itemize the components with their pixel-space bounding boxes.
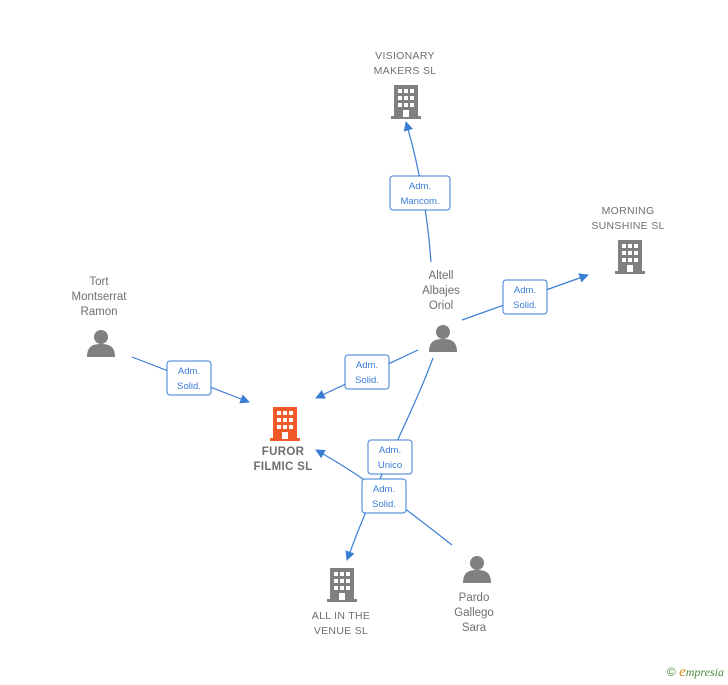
copyright-symbol: © bbox=[666, 665, 676, 679]
role-badge[interactable]: Adm. Solid. bbox=[344, 354, 390, 390]
badge-line-1: Adm. bbox=[356, 360, 378, 371]
role-badge[interactable]: Adm. Solid. bbox=[502, 279, 548, 315]
brand-logo-initial: e bbox=[679, 664, 686, 680]
badge-line-1: Adm. bbox=[409, 181, 431, 192]
building-icon bbox=[615, 240, 645, 274]
person-icon bbox=[87, 330, 115, 357]
node-label-line: Oriol bbox=[429, 300, 453, 312]
role-badge[interactable]: Adm. Solid. bbox=[361, 478, 407, 514]
nodes-layer: VISIONARY MAKERS SL MORNING SUNSHINE SL bbox=[72, 50, 665, 637]
person-node-pardo[interactable]: Pardo Gallego Sara bbox=[454, 556, 494, 634]
node-label-line: Montserrat bbox=[72, 291, 128, 303]
role-badge[interactable]: Adm. Mancom. bbox=[389, 175, 451, 211]
person-node-altell[interactable]: Altell Albajes Oriol bbox=[422, 270, 460, 352]
node-label-line: Tort bbox=[89, 276, 109, 288]
node-label-line: FUROR bbox=[262, 446, 305, 458]
badge-line-2: Solid. bbox=[513, 300, 537, 311]
node-label-line: VENUE SL bbox=[314, 625, 368, 637]
badge-line-2: Mancom. bbox=[400, 196, 439, 207]
badge-line-2: Solid. bbox=[372, 499, 396, 510]
person-icon bbox=[429, 325, 457, 352]
badge-line-1: Adm. bbox=[178, 366, 200, 377]
edges-layer bbox=[131, 121, 589, 561]
node-label-line: ALL IN THE bbox=[312, 610, 370, 622]
node-label-line: Ramon bbox=[80, 306, 117, 318]
role-badge[interactable]: Adm. Unico bbox=[367, 439, 413, 475]
node-label-line: Gallego bbox=[454, 607, 494, 619]
node-label-line: SUNSHINE SL bbox=[591, 220, 664, 232]
brand-logo-text: mpresia bbox=[685, 665, 724, 679]
node-label-line: MAKERS SL bbox=[374, 65, 437, 77]
footer-brand: © empresia bbox=[667, 664, 724, 681]
person-node-tort[interactable]: Tort Montserrat Ramon bbox=[72, 276, 128, 357]
node-label-line: FILMIC SL bbox=[254, 461, 313, 473]
node-label-line: Pardo bbox=[459, 592, 490, 604]
badges-layer: Adm. Mancom. Adm. Solid. Adm. Solid. Adm… bbox=[166, 175, 548, 514]
badge-line-2: Unico bbox=[378, 460, 402, 471]
company-node-furor-focus[interactable]: FUROR FILMIC SL bbox=[254, 407, 313, 473]
badge-line-1: Adm. bbox=[379, 445, 401, 456]
badge-line-1: Adm. bbox=[514, 285, 536, 296]
badge-line-2: Solid. bbox=[355, 375, 379, 386]
company-node-visionary[interactable]: VISIONARY MAKERS SL bbox=[374, 50, 437, 119]
role-badge[interactable]: Adm. Solid. bbox=[166, 360, 212, 396]
node-label-line: Altell bbox=[429, 270, 454, 282]
person-icon bbox=[463, 556, 491, 583]
building-icon bbox=[391, 85, 421, 119]
node-label-line: Sara bbox=[462, 622, 487, 634]
badge-line-2: Solid. bbox=[177, 381, 201, 392]
badge-line-1: Adm. bbox=[373, 484, 395, 495]
building-icon bbox=[270, 407, 300, 441]
node-label-line: MORNING bbox=[602, 205, 655, 217]
node-label-line: Albajes bbox=[422, 285, 460, 297]
node-label-line: VISIONARY bbox=[375, 50, 435, 62]
company-node-allinvenue[interactable]: ALL IN THE VENUE SL bbox=[312, 568, 370, 637]
company-node-morning[interactable]: MORNING SUNSHINE SL bbox=[591, 205, 664, 274]
building-icon bbox=[327, 568, 357, 602]
